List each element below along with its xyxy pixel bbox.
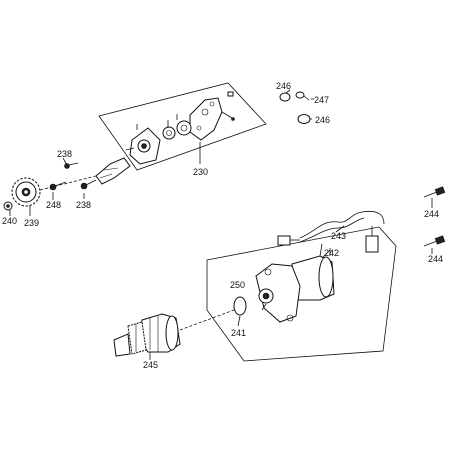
o-ring-250: [233, 296, 247, 316]
starter-clutch-245: [113, 313, 181, 357]
callout-238-lower: 238: [76, 200, 91, 210]
callout-247: 247: [314, 95, 329, 105]
bolt-248: [49, 181, 67, 191]
clip-247: [295, 91, 310, 101]
gear-set: [162, 114, 192, 140]
wiring-harness-243: [277, 210, 385, 257]
callout-244-upper: 244: [424, 209, 439, 219]
callout-245: 245: [143, 360, 158, 370]
o-ring-246-bottom: [297, 114, 311, 124]
nut-240: [3, 201, 13, 211]
alignment-line-upper: [39, 175, 97, 191]
bearing-housing: [125, 124, 161, 165]
callout-250: 250: [230, 280, 245, 290]
lower-assembly-frame: [206, 226, 397, 362]
callout-246-top: 246: [276, 81, 291, 91]
sprocket-239: [11, 177, 41, 207]
callout-238-upper: 238: [57, 149, 72, 159]
mounting-plate: [189, 91, 235, 141]
callout-241: 241: [231, 328, 246, 338]
callout-243: 243: [331, 231, 346, 241]
bolt-244-upper: [423, 186, 446, 198]
starter-gear-shaft: [95, 157, 131, 185]
bolt-244-lower: [423, 235, 446, 247]
callout-239: 239: [24, 218, 39, 228]
upper-assembly-frame: [98, 82, 267, 171]
callout-230: 230: [193, 167, 208, 177]
callout-240: 240: [2, 216, 17, 226]
callout-248: 248: [46, 200, 61, 210]
bolt-238-lower: [80, 179, 97, 190]
alignment-line-lower: [179, 309, 235, 331]
starter-motor-242: [255, 249, 335, 323]
callout-242: 242: [324, 248, 339, 258]
bolt-238-upper: [64, 162, 79, 169]
leader-lines: [9, 89, 433, 360]
callout-244-lower: 244: [428, 254, 443, 264]
callout-246-bottom: 246: [315, 115, 330, 125]
o-ring-246-top: [279, 92, 291, 102]
